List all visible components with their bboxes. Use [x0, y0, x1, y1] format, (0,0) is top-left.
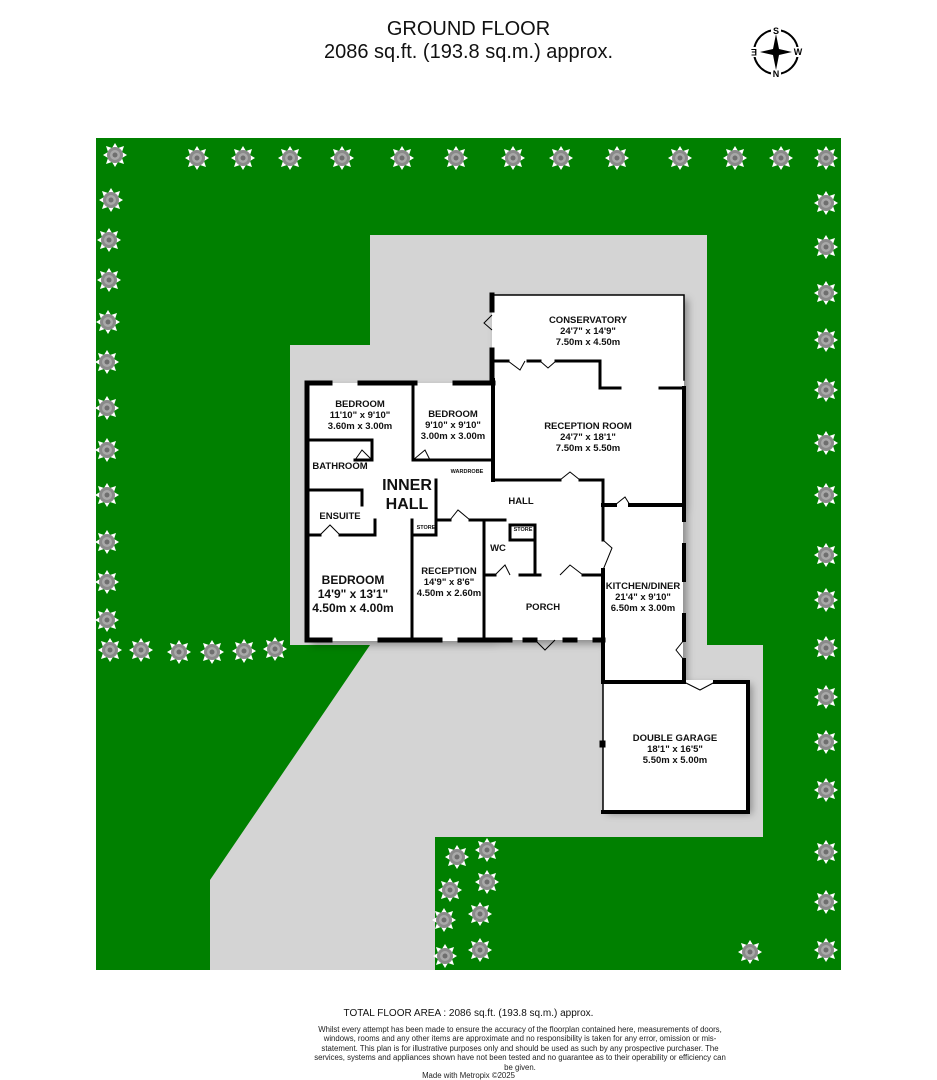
room-name: RECEPTION: [421, 566, 477, 577]
room-dimensions-imperial: 14'9" x 13'1": [317, 587, 389, 601]
room-store-1: STORE: [417, 525, 436, 532]
room-name: RECEPTION ROOM: [544, 421, 632, 432]
room-name: STORE: [416, 525, 436, 531]
room-reception-room: RECEPTION ROOM 24'7" x 18'1" 7.50m x 5.5…: [544, 421, 632, 454]
disclaimer-text: Whilst every attempt has been made to en…: [314, 1025, 726, 1072]
walls: [304, 292, 750, 814]
room-dimensions-metric: 4.50m x 4.00m: [312, 601, 394, 615]
made-with-credit: Made with Metropix ©2025: [422, 1071, 515, 1080]
room-dimensions-metric: 5.50m x 5.00m: [642, 755, 708, 766]
house-footprint: [307, 295, 748, 810]
room-name: PORCH: [525, 602, 561, 613]
room-dimensions-imperial: 14'9" x 8'6": [423, 577, 475, 588]
room-bedroom-3: BEDROOM 14'9" x 13'1" 4.50m x 4.00m: [312, 573, 393, 615]
room-dimensions-imperial: 24'7" x 14'9": [560, 326, 616, 337]
room-porch: PORCH: [526, 602, 560, 613]
room-inner-hall: INNER HALL: [382, 476, 432, 514]
room-name: ENSUITE: [319, 511, 361, 522]
room-bathroom: BATHROOM: [312, 461, 367, 472]
room-name: CONSERVATORY: [548, 315, 628, 326]
room-store-2: STORE: [514, 527, 533, 534]
room-name: WC: [490, 543, 506, 554]
room-ensuite: ENSUITE: [319, 511, 360, 522]
room-bedroom-2: BEDROOM 9'10" x 9'10" 3.00m x 3.00m: [421, 409, 485, 442]
floor-title: GROUND FLOOR: [386, 18, 551, 40]
floor-area-subtitle: 2086 sq.ft. (193.8 sq.m.) approx.: [323, 41, 614, 63]
door-swings: [319, 314, 716, 691]
room-dimensions-imperial: 24'7" x 18'1": [560, 432, 616, 443]
room-conservatory: CONSERVATORY 24'7" x 14'9" 7.50m x 4.50m: [549, 315, 627, 348]
room-dimensions-metric: 7.50m x 4.50m: [555, 337, 621, 348]
compass-west-label: W: [794, 47, 803, 57]
room-dimensions-metric: 3.60m x 3.00m: [327, 421, 393, 432]
room-dimensions-metric: 4.50m x 2.60m: [416, 588, 482, 599]
room-dimensions-imperial: 11'10" x 9'10": [329, 410, 391, 421]
room-wc: WC: [490, 543, 506, 554]
room-kitchen-diner: KITCHEN/DINER 21'4" x 9'10" 6.50m x 3.00…: [606, 581, 680, 614]
room-name-line2: HALL: [385, 496, 429, 513]
room-name: BATHROOM: [312, 461, 368, 472]
room-dimensions-metric: 7.50m x 5.50m: [555, 443, 621, 454]
room-dimensions-metric: 6.50m x 3.00m: [610, 603, 676, 614]
room-dimensions-imperial: 9'10" x 9'10": [425, 420, 481, 431]
room-name: BEDROOM: [321, 573, 385, 587]
compass-icon: S N E W: [749, 26, 803, 79]
compass-east-label: E: [751, 47, 757, 57]
compass-south-label: S: [773, 26, 779, 36]
room-wardrobe: WARDROBE: [451, 469, 484, 476]
room-double-garage: DOUBLE GARAGE 18'1" x 16'5" 5.50m x 5.00…: [633, 733, 717, 766]
room-dimensions-metric: 3.00m x 3.00m: [420, 431, 486, 442]
room-reception: RECEPTION 14'9" x 8'6" 4.50m x 2.60m: [417, 566, 481, 599]
room-name: BEDROOM: [428, 409, 478, 420]
room-bedroom-1: BEDROOM 11'10" x 9'10" 3.60m x 3.00m: [328, 399, 392, 432]
room-name: DOUBLE GARAGE: [632, 733, 718, 744]
room-name: HALL: [508, 496, 534, 507]
room-name: KITCHEN/DINER: [605, 581, 681, 592]
room-name: STORE: [513, 527, 533, 533]
site-plan: [95, 138, 841, 970]
room-name: INNER: [382, 477, 432, 494]
total-floor-area: TOTAL FLOOR AREA : 2086 sq.ft. (193.8 sq…: [343, 1008, 594, 1019]
room-name: BEDROOM: [335, 399, 385, 410]
room-dimensions-imperial: 21'4" x 9'10": [615, 592, 671, 603]
room-hall: HALL: [508, 496, 533, 507]
compass-north-label: N: [773, 69, 780, 79]
room-dimensions-imperial: 18'1" x 16'5": [647, 744, 703, 755]
room-name: WARDROBE: [450, 469, 484, 475]
